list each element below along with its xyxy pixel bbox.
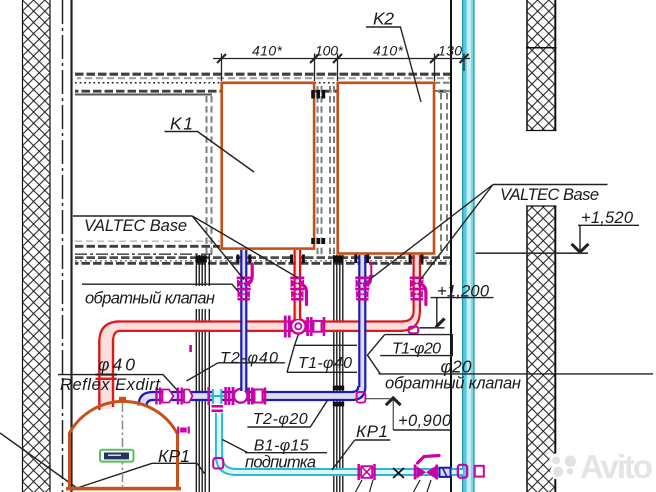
svg-text:100: 100 (315, 43, 338, 59)
svg-text:Т2-φ20: Т2-φ20 (253, 411, 308, 428)
svg-text:Т1-φ20: Т1-φ20 (392, 341, 441, 358)
svg-text:φ40: φ40 (98, 355, 135, 375)
svg-text:обратный клапан: обратный клапан (85, 290, 215, 308)
svg-text:+0,900: +0,900 (398, 412, 452, 430)
svg-text:Т1-φ40: Т1-φ40 (298, 355, 352, 372)
svg-text:Т2-φ40: Т2-φ40 (220, 350, 278, 367)
svg-text:КР1: КР1 (356, 422, 388, 441)
svg-text:410*: 410* (252, 43, 283, 59)
svg-text:410*: 410* (373, 43, 404, 59)
svg-text:130: 130 (438, 43, 462, 59)
svg-text:VALTEC Base: VALTEC Base (500, 186, 599, 204)
svg-text:K2: K2 (373, 9, 394, 29)
svg-text:подпитка: подпитка (245, 454, 316, 472)
svg-text:обратный клапан: обратный клапан (385, 375, 521, 393)
svg-text:+1,200: +1,200 (437, 283, 490, 301)
svg-text:Avito: Avito (580, 448, 652, 485)
svg-text:Reflex Exdirt: Reflex Exdirt (60, 376, 161, 394)
svg-text:K1: K1 (170, 114, 193, 134)
svg-text:КР1: КР1 (158, 446, 190, 466)
svg-text:В1-φ15: В1-φ15 (254, 438, 309, 455)
svg-text:φ20: φ20 (441, 357, 472, 377)
svg-text:VALTEC Base: VALTEC Base (84, 217, 187, 235)
svg-text:+1,520: +1,520 (581, 209, 634, 227)
